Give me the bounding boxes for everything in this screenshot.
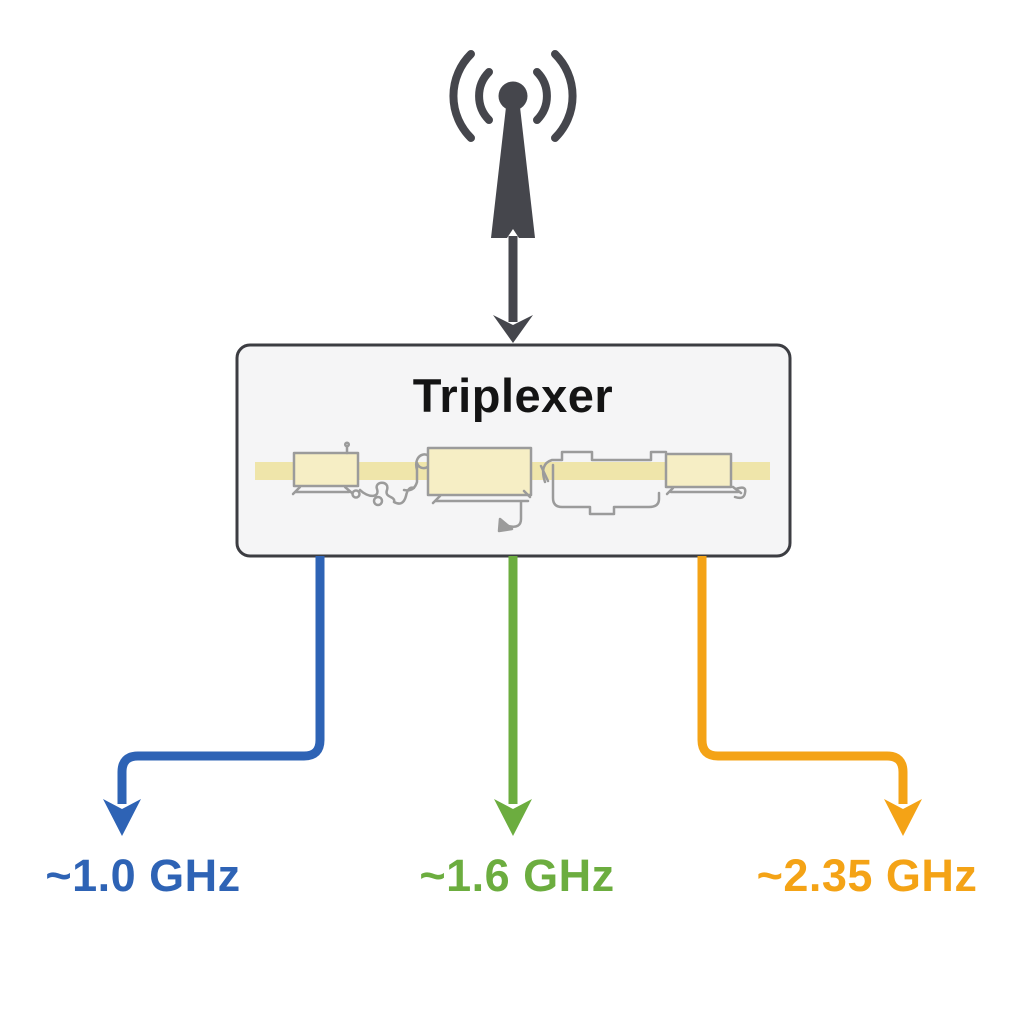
output-label-1: ~1.0 GHz [45,850,240,901]
input-arrow-head [493,315,533,343]
output-arrow-2 [494,556,532,836]
output-arrow-3-line [697,556,908,804]
antenna-head [498,81,528,111]
output-arrow-1-head [103,799,141,836]
antenna-icon [449,50,577,238]
antenna-mast [491,107,535,238]
output-arrow-1 [103,556,325,836]
filter-block-1 [291,441,432,507]
filter-block-2 [426,446,533,533]
resonator-outline [539,450,668,516]
output-label-3: ~2.35 GHz [757,850,978,901]
triplexer-title: Triplexer [413,369,613,422]
antenna-waves-icon [449,50,577,142]
output-label-2: ~1.6 GHz [419,850,614,901]
output-arrow-2-head [494,799,532,836]
output-arrow-3-head [884,799,922,836]
output-arrow-3 [697,556,922,836]
filter-block-3 [664,452,747,500]
input-arrow [493,236,533,343]
output-arrow-1-line [117,556,325,804]
input-arrow-shaft [508,236,518,322]
filter-schematic [255,441,770,533]
